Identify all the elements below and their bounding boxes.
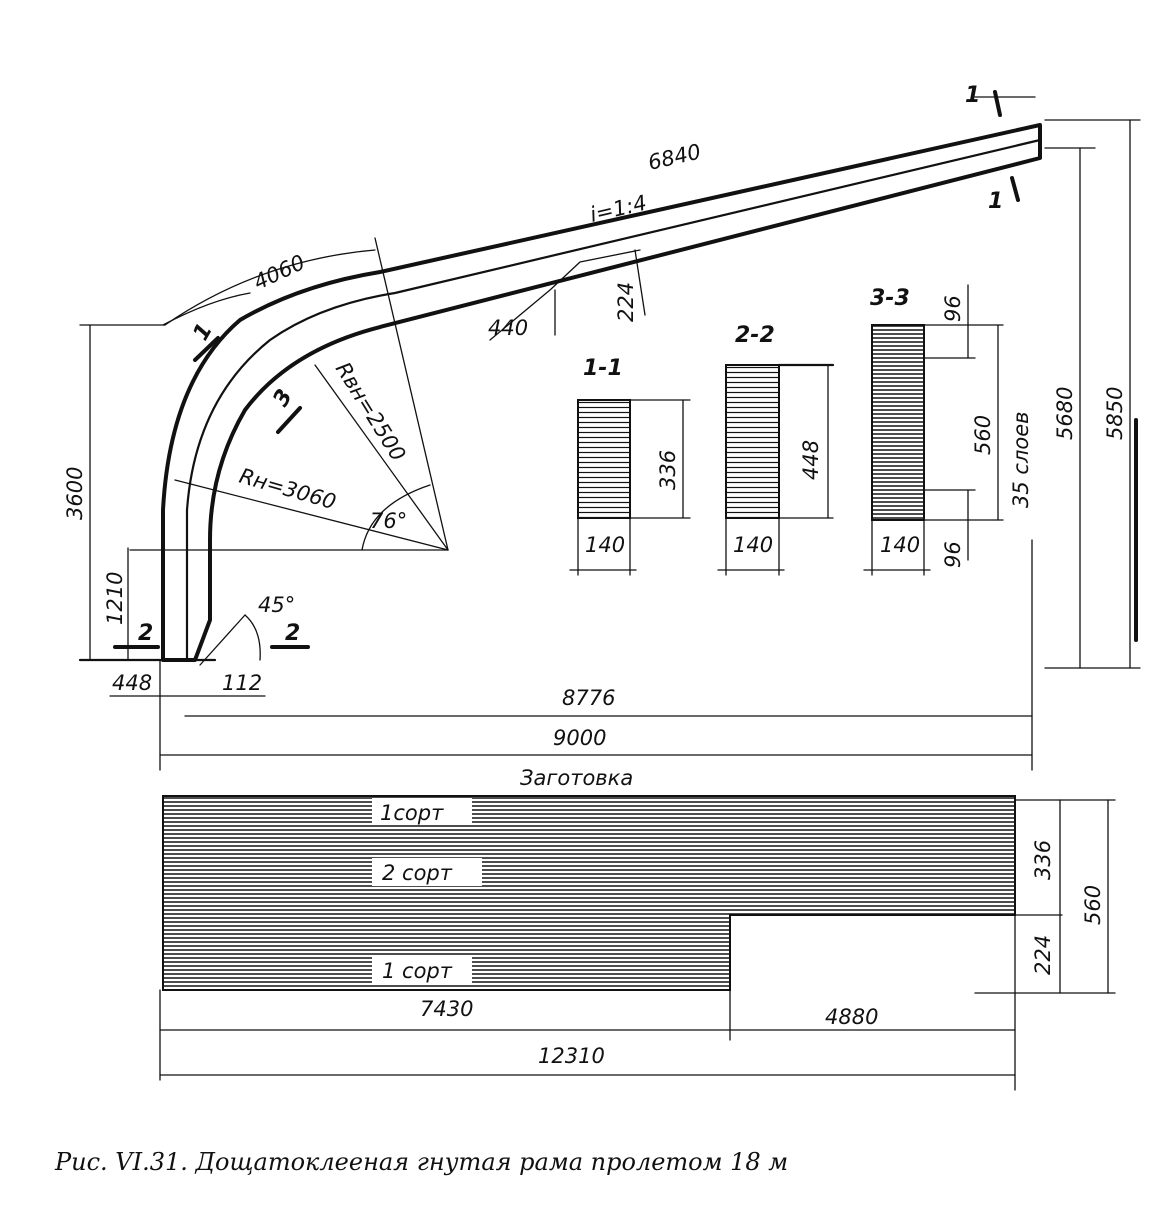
outer-radius-label: Rн=3060 xyxy=(237,464,339,514)
base-width-label: 448 xyxy=(112,671,152,695)
blank-length-total: 12310 xyxy=(538,1044,605,1068)
rafter-length-label: 6840 xyxy=(646,139,703,174)
angle-label: 76° xyxy=(370,509,407,533)
blank-height-lower: 224 xyxy=(1031,935,1055,975)
section-3-3-height: 560 xyxy=(971,415,995,455)
cut-detail xyxy=(489,249,641,341)
figure-caption: Рис. VI.31. Дощатоклееная гнутая рама пр… xyxy=(54,1148,788,1176)
inner-radius-label: Rвн=2500 xyxy=(331,358,411,465)
section-label-1-top: 1 xyxy=(965,83,980,108)
radius-end-line xyxy=(374,237,449,551)
grade-middle: 2 сорт xyxy=(382,861,453,885)
angle-arc xyxy=(361,484,431,551)
section-3-3-bottom: 96 xyxy=(941,541,965,568)
span-inner-label: 8776 xyxy=(562,686,615,710)
radius-inner-line xyxy=(314,364,449,551)
frame-outer-contour xyxy=(161,123,1042,662)
blank-title: Заготовка xyxy=(520,766,633,790)
section-mark-1-left xyxy=(193,336,220,362)
grade-bottom-bg xyxy=(372,956,472,984)
arc-length-label: 4060 xyxy=(250,250,309,294)
section-3-3-title: 3-3 xyxy=(870,286,910,311)
grade-middle-bg xyxy=(372,858,482,886)
frame-inner-contour xyxy=(185,138,1042,662)
section-2-2-title: 2-2 xyxy=(735,323,775,348)
grade-top-bg xyxy=(372,798,472,824)
cut-length-label: 440 xyxy=(488,316,528,340)
section-label-1-bottom: 1 xyxy=(988,189,1003,214)
section-1-1-width: 140 xyxy=(585,533,625,557)
span-outer-label: 9000 xyxy=(553,726,606,750)
base-cut-label: 112 xyxy=(222,671,262,695)
slope-label: i=1:4 xyxy=(588,191,649,227)
height-inner-label: 5680 xyxy=(1053,387,1077,440)
section-2-2-shape xyxy=(725,364,780,519)
section-1-1-title: 1-1 xyxy=(583,356,623,381)
section-1-1-shape xyxy=(577,399,631,519)
base-angle-label: 45° xyxy=(258,593,295,617)
section-mark-1-top xyxy=(993,90,1002,117)
section-mark-3 xyxy=(276,406,302,434)
cut-height-label: 224 xyxy=(614,282,638,322)
grade-top: 1сорт xyxy=(380,801,444,825)
section-2-2-width: 140 xyxy=(733,533,773,557)
section-3-3-width: 140 xyxy=(880,533,920,557)
blank-height-total: 560 xyxy=(1081,885,1105,925)
section-3-3-layers: 35 слоев xyxy=(1009,411,1033,508)
column-height-label: 3600 xyxy=(63,467,87,520)
height-outer-label: 5850 xyxy=(1103,387,1127,440)
arc-dimension xyxy=(164,249,376,326)
section-1-1-height: 336 xyxy=(656,450,680,490)
base-angle-arc xyxy=(244,614,261,661)
column-base-label: 1210 xyxy=(103,572,127,625)
section-label-3: 3 xyxy=(269,385,298,411)
blank-height-upper: 336 xyxy=(1031,840,1055,880)
section-label-2-left: 2 xyxy=(138,621,153,646)
blank-length-step: 4880 xyxy=(825,1005,878,1029)
section-3-3-shape xyxy=(871,324,925,521)
grade-bottom: 1 сорт xyxy=(382,959,453,983)
section-label-2-right: 2 xyxy=(285,621,300,646)
section-3-3-top: 96 xyxy=(941,295,965,322)
section-2-2-height: 448 xyxy=(799,440,823,480)
base-angle-line xyxy=(199,614,246,666)
radius-outer-line xyxy=(174,479,449,551)
cut-height-line xyxy=(634,249,646,316)
blank-shape xyxy=(162,795,1016,991)
blank-length-lower: 7430 xyxy=(420,997,473,1021)
section-mark-1-bottom xyxy=(1010,176,1020,202)
